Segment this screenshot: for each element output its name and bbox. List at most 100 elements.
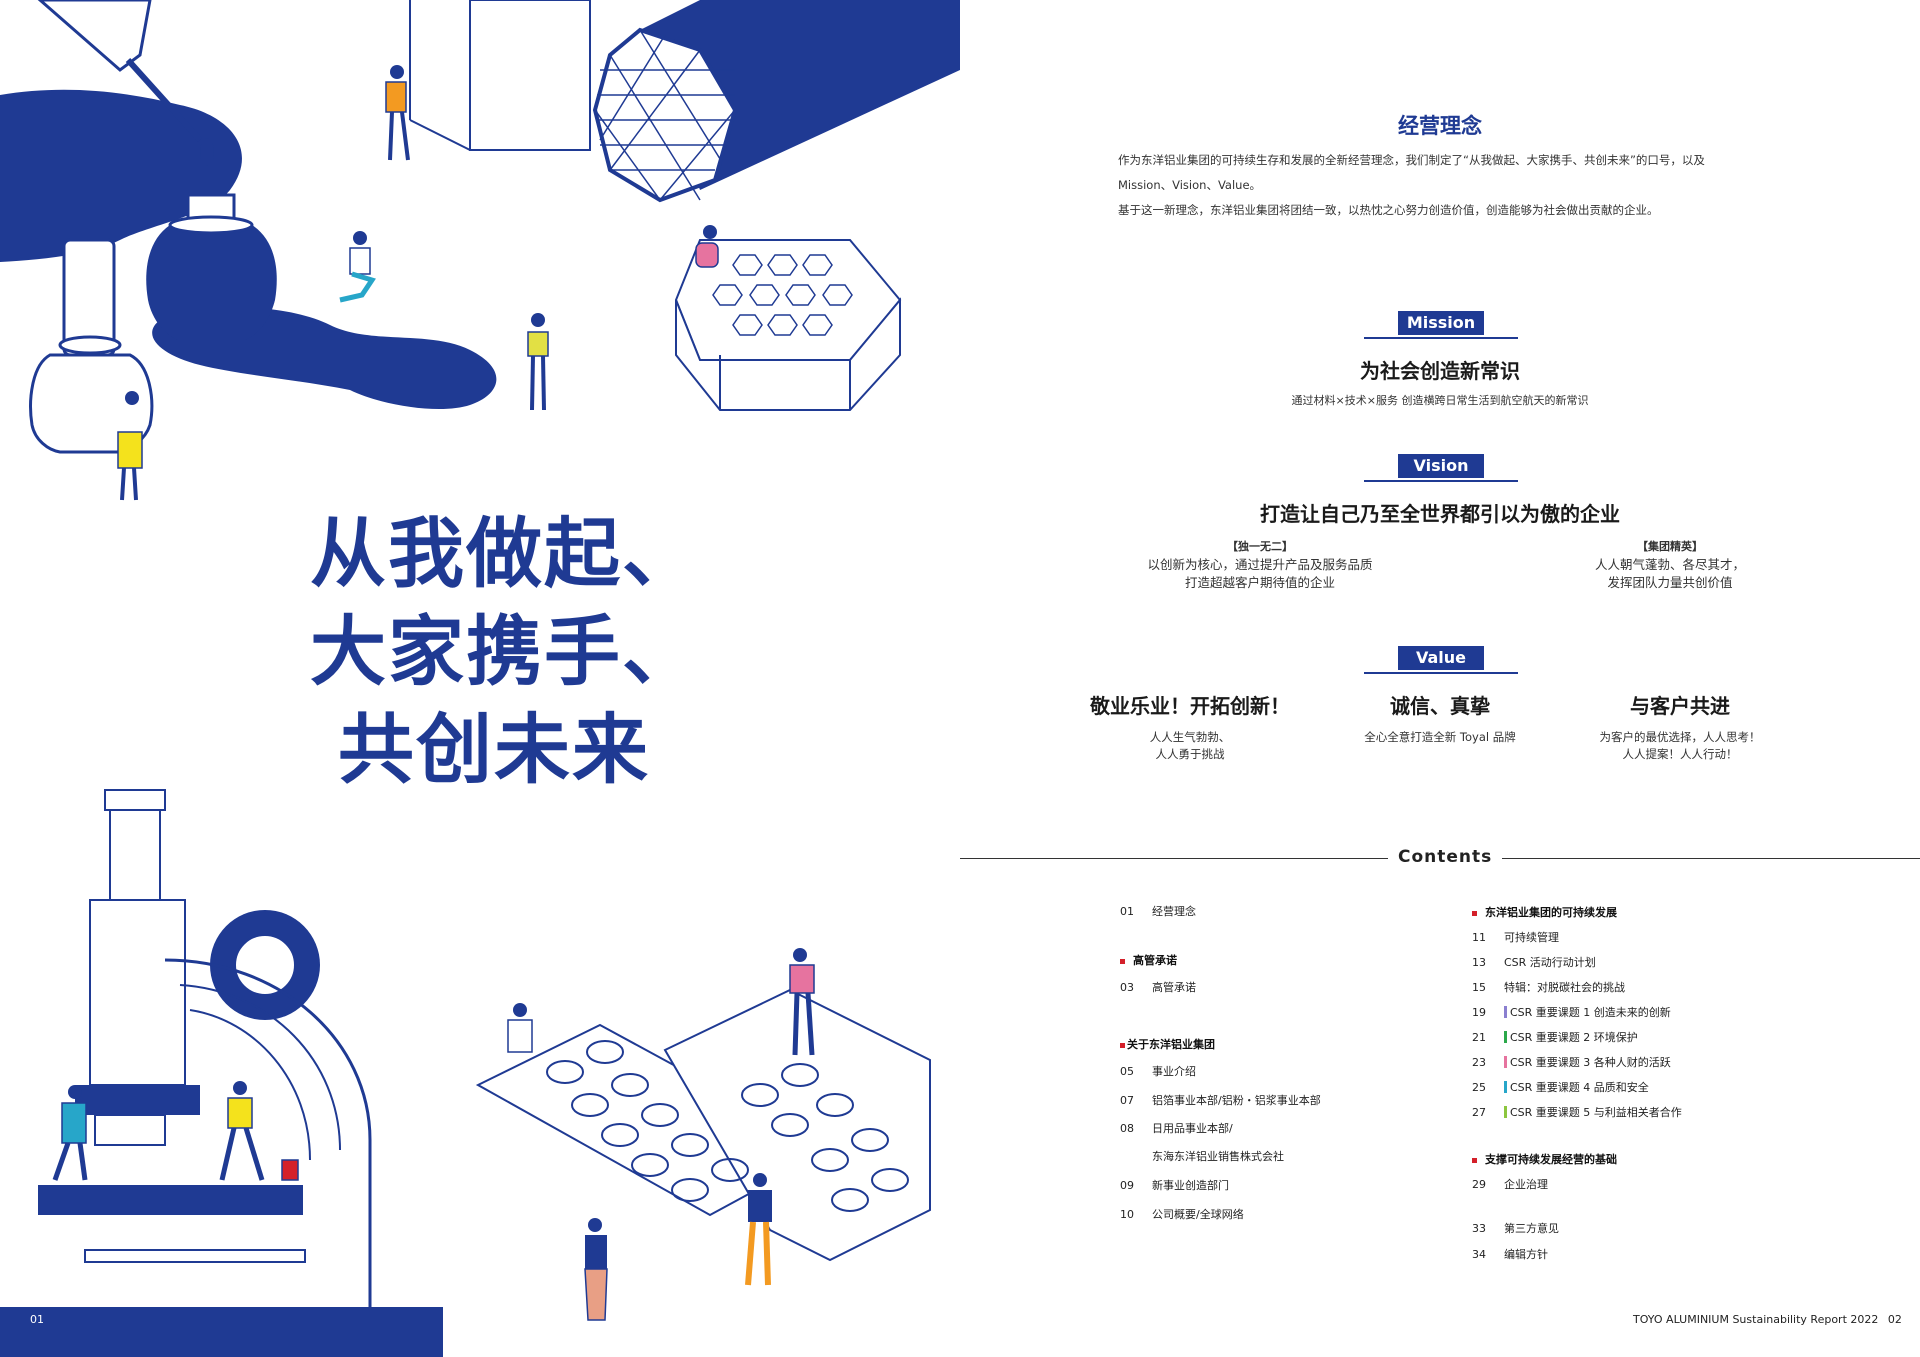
vision-column-2-heading: 【集团精英】 xyxy=(1637,540,1703,553)
toc-page-number: 01 xyxy=(1120,905,1134,918)
toc-heading-executive[interactable]: 高管承诺 xyxy=(1120,952,1177,968)
right-footer: TOYO ALUMINIUM Sustainability Report 202… xyxy=(1633,1313,1902,1326)
toc-item-11[interactable]: 11 可持续管理 xyxy=(1472,929,1559,945)
red-square-bullet-icon xyxy=(1472,910,1477,916)
philosophy-paragraph-line-2: Mission、Vision、Value。 xyxy=(1118,178,1262,192)
right-page-number: 02 xyxy=(1887,1313,1902,1326)
toc-label: CSR 重要课题 3 各种人财的活跃 xyxy=(1510,1056,1671,1069)
red-square-bullet-icon xyxy=(1120,1042,1125,1048)
slogan-line-1: 从我做起、 xyxy=(310,509,700,598)
value-column-1-line-1: 人人生气勃勃、 xyxy=(1149,730,1231,744)
toc-heading-label: 高管承诺 xyxy=(1133,954,1177,967)
toc-page-number: 27 xyxy=(1472,1106,1486,1119)
toc-page-number: 11 xyxy=(1472,931,1486,944)
toc-page-number: 10 xyxy=(1120,1208,1134,1221)
mission-title: 为社会创造新常识 xyxy=(1360,359,1520,383)
philosophy-paragraph-line-1: 作为东洋铝业集团的可持续生存和发展的全新经营理念，我们制定了“从我做起、大家携手… xyxy=(1118,153,1705,167)
report-name: TOYO ALUMINIUM Sustainability Report 202… xyxy=(1633,1313,1879,1326)
left-page: 从我做起、 大家携手、 共创未来 01 xyxy=(0,0,960,1357)
pink-bar-icon xyxy=(1504,1056,1507,1068)
vision-tag: Vision xyxy=(1364,454,1518,482)
toc-label: 企业治理 xyxy=(1504,1178,1548,1191)
value-column-2-line-1: 全心全意打造全新 Toyal 品牌 xyxy=(1364,730,1516,744)
lime-bar-icon xyxy=(1504,1106,1507,1118)
value-column-3-line-2: 人人提案！人人行动！ xyxy=(1622,747,1738,761)
philosophy-paragraph-line-3: 基于这一新理念，东洋铝业集团将团结一致，以热忱之心努力创造价值，创造能够为社会做… xyxy=(1118,203,1659,217)
toc-label: 可持续管理 xyxy=(1504,931,1559,944)
toc-page-number: 03 xyxy=(1120,981,1134,994)
purple-bar-icon xyxy=(1504,1006,1507,1018)
toc-item-23[interactable]: 23 CSR 重要课题 3 各种人财的活跃 xyxy=(1472,1054,1671,1070)
toc-page-number: 34 xyxy=(1472,1248,1486,1261)
value-column-1-line-2: 人人勇于挑战 xyxy=(1155,747,1225,761)
toc-heading-foundation[interactable]: 支撑可持续发展经营的基础 xyxy=(1472,1151,1617,1167)
toc-label: CSR 活动行动计划 xyxy=(1504,956,1596,969)
toc-label: CSR 重要课题 2 环境保护 xyxy=(1510,1031,1638,1044)
toc-heading-label: 关于东洋铝业集团 xyxy=(1127,1038,1215,1051)
illustration-cosmetics-and-materials xyxy=(0,0,960,501)
toc-heading-label: 东洋铝业集团的可持续发展 xyxy=(1485,906,1617,919)
toc-heading-about[interactable]: 关于东洋铝业集团 xyxy=(1120,1036,1215,1052)
toc-item-09[interactable]: 09 新事业创造部门 xyxy=(1120,1177,1229,1193)
philosophy-title: 经营理念 xyxy=(1398,114,1482,138)
slogan-line-2: 大家携手、 xyxy=(310,607,700,696)
toc-page-number: 21 xyxy=(1472,1031,1486,1044)
value-tag: Value xyxy=(1364,646,1518,674)
toc-label: CSR 重要课题 1 创造未来的创新 xyxy=(1510,1006,1671,1019)
contents-title: Contents xyxy=(1388,847,1503,867)
vision-column-2: 【集团精英】 人人朝气蓬勃、各尽其才， 发挥团队力量共创价值 xyxy=(1520,538,1820,592)
slogan: 从我做起、 大家携手、 共创未来 xyxy=(310,505,700,799)
value-column-2: 诚信、真挚 全心全意打造全新 Toyal 品牌 xyxy=(1320,690,1560,746)
toc-page-number: 07 xyxy=(1120,1094,1134,1107)
toc-item-08[interactable]: 08 日用品事业本部/ xyxy=(1120,1120,1233,1136)
red-square-bullet-icon xyxy=(1120,958,1125,964)
vision-column-1-heading: 【独一无二】 xyxy=(1227,540,1293,553)
toc-page-number: 13 xyxy=(1472,956,1486,969)
vision-title: 打造让自己乃至全世界都引以为傲的企业 xyxy=(1260,502,1620,526)
toc-item-21[interactable]: 21 CSR 重要课题 2 环境保护 xyxy=(1472,1029,1638,1045)
toc-heading-label: 支撑可持续发展经营的基础 xyxy=(1485,1153,1617,1166)
toc-label: 公司概要/全球网络 xyxy=(1152,1208,1244,1221)
toc-item-15[interactable]: 15 特辑：对脱碳社会的挑战 xyxy=(1472,979,1625,995)
mission-tag: Mission xyxy=(1364,311,1518,339)
toc-page-number: 08 xyxy=(1120,1122,1134,1135)
toc-item-01[interactable]: 01 经营理念 xyxy=(1120,903,1196,919)
toc-item-08-continued[interactable]: 东海东洋铝业销售株式会社 xyxy=(1120,1148,1284,1164)
left-page-number: 01 xyxy=(30,1313,44,1326)
vision-column-1-line-2: 打造超越客户期待值的企业 xyxy=(1184,575,1335,590)
vision-column-2-line-1: 人人朝气蓬勃、各尽其才， xyxy=(1594,557,1745,572)
value-column-2-title: 诚信、真挚 xyxy=(1390,694,1490,718)
right-page: 经营理念 作为东洋铝业集团的可持续生存和发展的全新经营理念，我们制定了“从我做起… xyxy=(960,0,1920,1357)
slogan-line-3: 共创未来 xyxy=(338,705,650,794)
red-square-bullet-icon xyxy=(1472,1157,1477,1163)
toc-label: 东海东洋铝业销售株式会社 xyxy=(1152,1150,1284,1163)
toc-page-number: 05 xyxy=(1120,1065,1134,1078)
toc-label: 日用品事业本部/ xyxy=(1152,1122,1233,1135)
toc-page-number: 23 xyxy=(1472,1056,1486,1069)
value-column-3-title: 与客户共进 xyxy=(1630,694,1730,718)
toc-item-03[interactable]: 03 高管承诺 xyxy=(1120,979,1196,995)
toc-heading-sustainability[interactable]: 东洋铝业集团的可持续发展 xyxy=(1472,904,1617,920)
toc-label: 第三方意见 xyxy=(1504,1222,1559,1235)
toc-page-number: 15 xyxy=(1472,981,1486,994)
toc-page-number: 09 xyxy=(1120,1179,1134,1192)
left-footer-bar xyxy=(0,1307,443,1357)
toc-label: 高管承诺 xyxy=(1152,981,1196,994)
toc-label: 新事业创造部门 xyxy=(1152,1179,1229,1192)
toc-label: CSR 重要课题 4 品质和安全 xyxy=(1510,1081,1649,1094)
green-bar-icon xyxy=(1504,1031,1507,1043)
toc-item-10[interactable]: 10 公司概要/全球网络 xyxy=(1120,1206,1244,1222)
toc-label: 经营理念 xyxy=(1152,905,1196,918)
value-column-3-line-1: 为客户的最优选择，人人思考！ xyxy=(1599,730,1761,744)
vision-column-1: 【独一无二】 以创新为核心，通过提升产品及服务品质 打造超越客户期待值的企业 xyxy=(1110,538,1410,592)
toc-item-13[interactable]: 13 CSR 活动行动计划 xyxy=(1472,954,1596,970)
toc-label: 特辑：对脱碳社会的挑战 xyxy=(1504,981,1625,994)
